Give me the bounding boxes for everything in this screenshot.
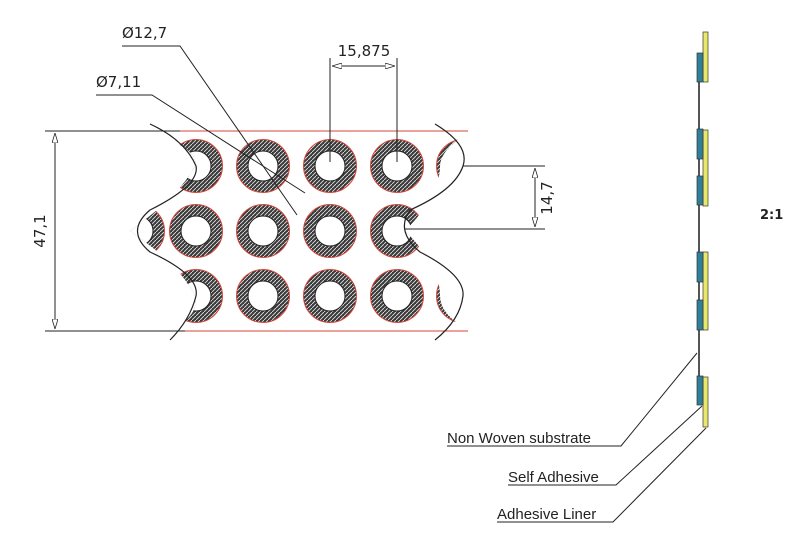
self-adhesive-segments (696, 52, 704, 406)
perforation-hole (381, 280, 413, 312)
perforation-hole (314, 280, 346, 312)
perforation-hole (314, 215, 346, 247)
perforated-strip (130, 123, 470, 341)
scale-label: 2:1 (760, 208, 783, 223)
adhesive-liner-segments (702, 31, 709, 428)
dimension-label: 14,7 (538, 181, 556, 214)
perforation-hole (381, 215, 413, 247)
label-liner: Adhesive Liner (497, 506, 596, 523)
label-adhesive: Self Adhesive (508, 469, 599, 486)
perforation-hole (247, 215, 279, 247)
dimension-label: Ø7,11 (96, 73, 141, 91)
layer-callouts: Non Woven substrate Self Adhesive Adhesi… (447, 352, 707, 523)
dimension-row-pitch: 14,7 (405, 165, 556, 230)
dimension-label: Ø12,7 (122, 24, 167, 42)
dimension-label: 47,1 (31, 214, 49, 247)
dimension-label: 15,875 (338, 42, 391, 60)
perforation-hole (180, 215, 212, 247)
dimension-pitch: 15,875 (329, 42, 398, 162)
perforation-hole (247, 280, 279, 312)
label-substrate: Non Woven substrate (447, 430, 591, 447)
dimension-diameters: Ø12,7 Ø7,11 (96, 24, 306, 216)
side-view: 2:1 (696, 31, 783, 428)
dimension-total-width: 47,1 (31, 130, 185, 332)
